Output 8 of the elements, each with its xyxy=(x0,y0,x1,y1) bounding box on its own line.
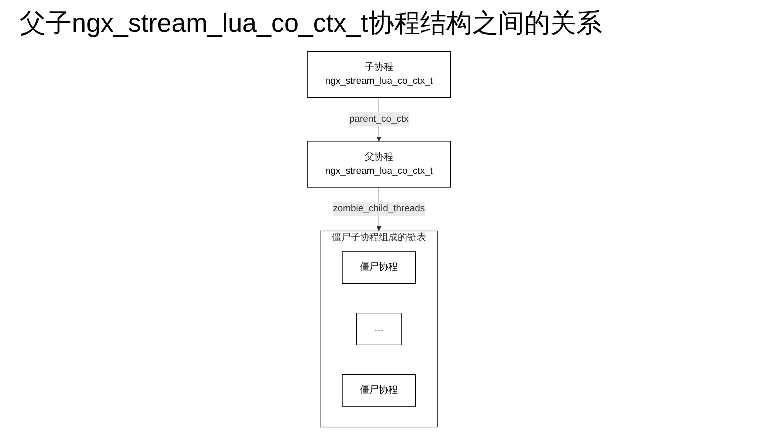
diagram-title: 父子ngx_stream_lua_co_ctx_t协程结构之间的关系 xyxy=(20,7,604,40)
node-box: 子协程 ngx_stream_lua_co_ctx_t xyxy=(307,51,451,98)
edge-label: zombie_child_threads xyxy=(333,204,425,214)
node-box: 僵尸协程 xyxy=(342,374,416,407)
edge-label: parent_co_ctx xyxy=(349,114,409,124)
node-box: 僵尸协程 xyxy=(342,252,416,284)
node-box: … xyxy=(356,313,402,346)
node-box: 父协程 ngx_stream_lua_co_ctx_t xyxy=(307,141,451,188)
